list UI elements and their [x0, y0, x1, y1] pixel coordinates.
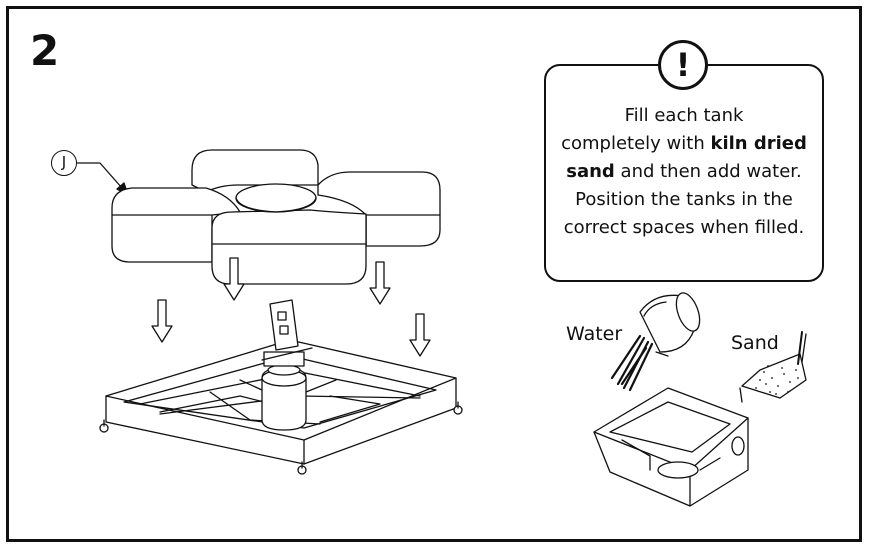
step-number: 2: [30, 26, 60, 75]
sand-scoop: [739, 331, 807, 403]
water-tanks-j: [111, 149, 441, 285]
warning-line-3b: and then add water.: [614, 161, 802, 182]
water-bucket: [639, 292, 701, 357]
sand-grain-dots: [755, 365, 799, 395]
warning-line-4: Position the tanks in the: [575, 189, 793, 210]
warning-line-2b: kiln dried: [710, 133, 807, 154]
central-hub: [239, 299, 337, 431]
water-label: Water: [566, 323, 623, 345]
water-stream: [610, 334, 654, 392]
warning-line-2a: completely with: [561, 133, 711, 154]
callout-leader: [76, 162, 123, 189]
tank-detail: [593, 387, 749, 507]
warning-line-3a: sand: [566, 161, 615, 182]
warning-icon: !: [658, 40, 708, 90]
sand-label: Sand: [731, 332, 779, 354]
part-callout-j: J: [51, 150, 77, 176]
warning-box: [544, 64, 824, 282]
panel-border: [6, 6, 862, 542]
warning-line-5: correct spaces when filled.: [563, 217, 805, 238]
warning-line-1: Fill each tank: [624, 105, 744, 126]
warning-text: Fill each tank completely with kiln drie…: [548, 102, 820, 242]
placement-arrows: [151, 257, 431, 357]
